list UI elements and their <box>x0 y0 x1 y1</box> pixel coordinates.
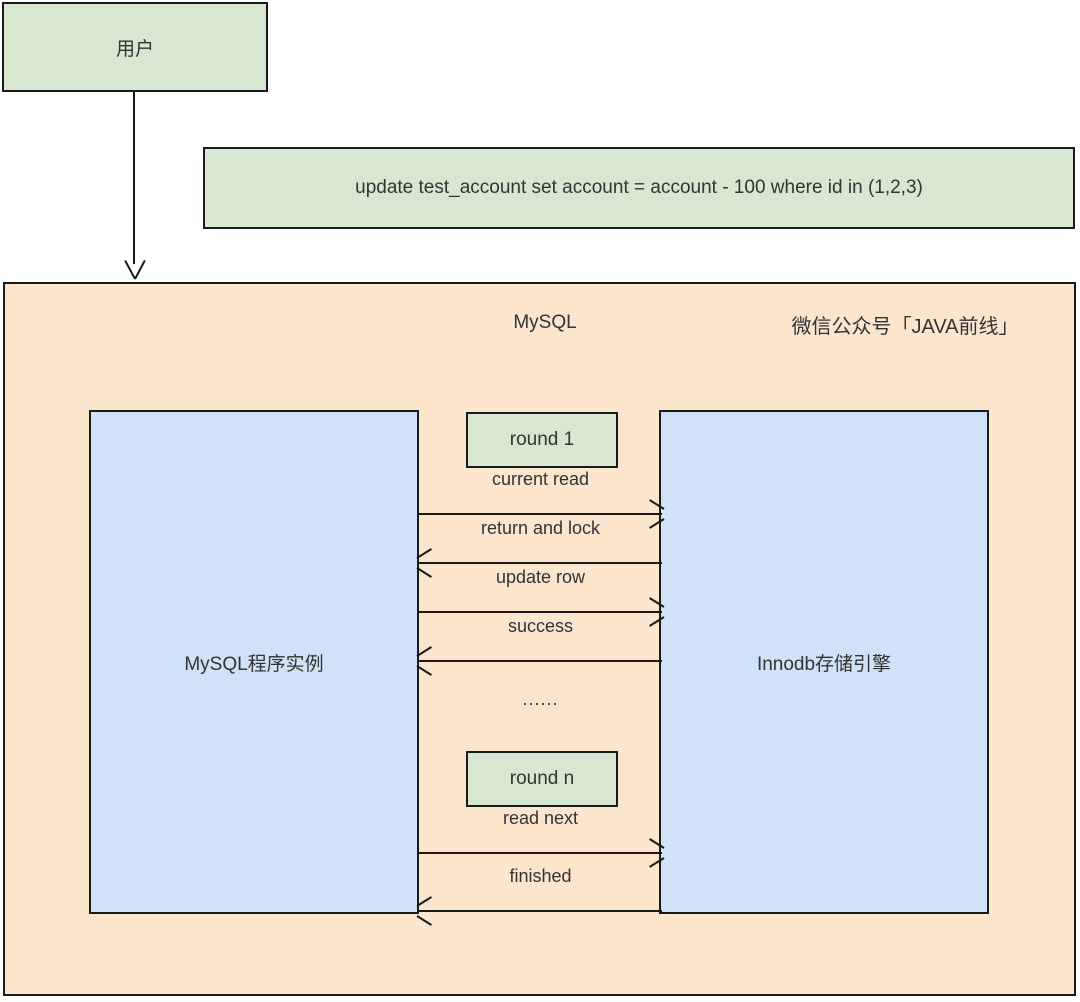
watermark-label: 微信公众号「JAVA前线」 <box>791 316 1019 338</box>
user-node: 用户 <box>2 2 268 92</box>
message-read-next-line <box>419 852 662 854</box>
message-return-and-lock-line <box>419 562 662 564</box>
message-success-label: success <box>507 616 574 636</box>
lifeline-mysql-instance: MySQL程序实例 <box>89 410 419 914</box>
lifeline-mysql-instance-label: MySQL程序实例 <box>184 653 324 675</box>
message-read-next-label: read next <box>502 808 579 828</box>
round-marker-n: round n <box>466 751 618 807</box>
message-update-row: update row <box>419 565 662 613</box>
message-success: success <box>419 614 662 662</box>
message-current-read: current read <box>419 467 662 515</box>
message-finished: finished <box>419 864 662 912</box>
message-current-read-label: current read <box>491 469 590 489</box>
lifeline-innodb-engine: Innodb存储引擎 <box>659 410 989 914</box>
message-success-line <box>419 660 662 662</box>
message-update-row-label: update row <box>495 567 586 587</box>
arrow-head-left-icon <box>417 903 433 919</box>
message-update-row-line <box>419 611 662 613</box>
round-marker-1-label: round 1 <box>509 429 575 450</box>
message-current-read-line <box>419 513 662 515</box>
sql-statement-node: update test_account set account = accoun… <box>203 147 1075 229</box>
mysql-container: MySQL 微信公众号「JAVA前线」 MySQL程序实例 Innodb存储引擎… <box>3 282 1076 996</box>
message-return-and-lock-label: return and lock <box>480 518 601 538</box>
user-node-label: 用户 <box>115 38 154 60</box>
message-return-and-lock: return and lock <box>419 516 662 564</box>
sql-statement-label: update test_account set account = accoun… <box>355 177 923 198</box>
user-to-mysql-arrow-head-icon <box>123 258 145 282</box>
mysql-container-title: MySQL <box>513 312 577 333</box>
message-finished-line <box>419 910 662 912</box>
arrow-head-left-icon <box>417 653 433 669</box>
message-finished-label: finished <box>509 866 572 886</box>
arrow-head-right-icon <box>648 845 664 861</box>
user-to-mysql-arrow-line <box>133 92 135 264</box>
lifeline-innodb-engine-label: Innodb存储引擎 <box>756 653 892 675</box>
round-marker-1: round 1 <box>466 412 618 468</box>
round-marker-n-label: round n <box>509 768 575 789</box>
ellipsis-label: ...... <box>522 689 559 709</box>
message-read-next: read next <box>419 806 662 854</box>
